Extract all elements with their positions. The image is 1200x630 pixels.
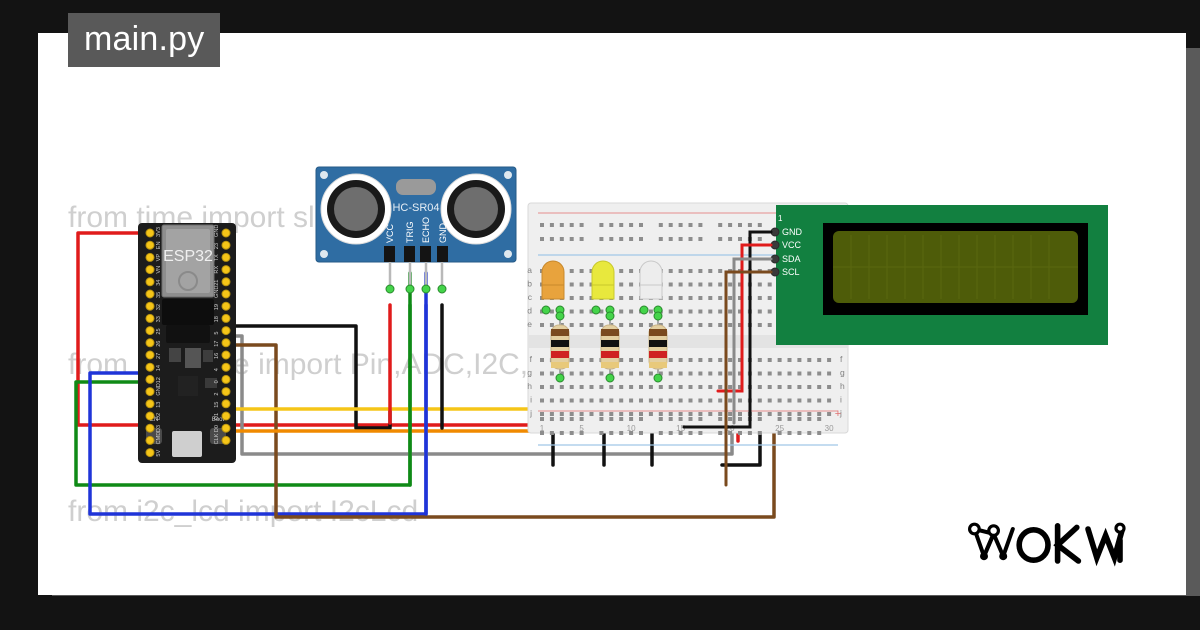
wire-black-gnd [226,324,392,430]
esp32-pin-label: GND [214,225,220,237]
wire-brown-scl [226,296,776,519]
wire-red-to-lcd-vcc [716,243,773,393]
resistor-2 [600,311,620,383]
file-tab-label: main.py [84,20,205,58]
lcd-pin-label: SCL [782,267,800,277]
wire-yellow-led1 [226,397,570,411]
esp32-pin-label: D1 [214,413,220,420]
esp32-pin-label: D0 [214,425,220,432]
wire-gray-to-lcd-sda [732,257,773,425]
esp32-pin-label: GND [156,383,162,395]
resistor-1 [550,311,570,383]
esp32-pin-label: D3 [156,425,162,432]
hcsr04-pin-label: VCC [385,223,395,243]
esp32-pin-label: 27 [156,353,162,359]
esp32-pin-label: 15 [214,402,220,408]
circuit-diagram: + | aabbccddeeffgghhiijj151015202530+ [74,166,1108,519]
rail-plus-label-bottom: + [835,408,841,420]
esp32-pin-label: 14 [156,365,162,371]
esp32-pin-label: GND [214,286,220,298]
esp32-pin-label: 35 [156,292,162,298]
hcsr04-sensor[interactable]: HC-SR04 VCC TRIG ECHO GND [315,166,517,294]
breadboard-row-label: h [527,381,532,391]
esp32-pin-label: 19 [214,304,220,310]
esp32-pin-label: 0 [214,380,220,383]
esp32-pin-label: RX [214,266,220,274]
esp32-pin-label: CMD [156,432,162,445]
lcd-pin-label: VCC [782,240,802,250]
wokwi-logo-mark [968,522,1126,567]
wire-black-to-lcd-gnd [682,230,773,429]
hcsr04-label: HC-SR04 [392,202,439,214]
esp32-pin-label: 5V [156,449,162,456]
breadboard-row-label: f [530,354,533,364]
esp32-pin-label: 18 [214,316,220,322]
esp32-pin-label: 25 [156,328,162,334]
esp32-pin-label: 2 [214,392,220,395]
breadboard-row-label: c [528,292,533,302]
hcsr04-pin-label: TRIG [405,222,415,244]
breadboard-row-label: e [527,319,532,329]
esp32-pin-label: 5 [214,331,220,334]
breadboard-row-label: g [840,368,845,378]
esp32-pin-label: 34 [156,280,162,286]
esp32-pin-label: 4 [214,368,220,371]
breadboard-column-label: 15 [676,424,685,433]
esp32-label: ESP32 [163,248,213,265]
esp32-pin-label: 32 [156,304,162,310]
wire-brown-to-lcd-scl [724,270,773,487]
resistor-3 [648,311,668,383]
breadboard-column-label: 5 [579,424,584,433]
esp32-pin-label: EN [156,241,162,249]
esp32-pin-label: 26 [156,341,162,347]
esp32-pin-label: D2 [156,413,162,420]
resistor-group[interactable] [550,311,668,383]
hcsr04-pin-label: GND [438,223,448,244]
esp32-en-label: EN [150,417,158,423]
lcd-wire-group [682,230,773,487]
lcd-pin-label: SDA [782,254,801,264]
breadboard-row-label: j [839,408,842,418]
breadboard-column-label: 30 [825,424,834,433]
esp32-boot-label: Boot [212,417,225,423]
esp32-pin-label: 16 [214,353,220,359]
breadboard-row-label: a [527,265,532,275]
esp32-pin-label: 23 [214,243,220,249]
esp32-pin-label: 17 [214,341,220,347]
lcd-display[interactable]: 1 GND VCC SDA SCL [770,205,1108,345]
lcd-pin-label: GND [782,227,803,237]
esp32-pin-label: 13 [156,402,162,408]
esp32-pin-label: 21 [214,280,220,286]
breadboard-row-label: f [840,354,843,364]
lcd-pin-number: 1 [778,214,783,223]
diagram-panel: from time import sleep from machine impo… [38,33,1186,595]
breadboard-column-label: 10 [627,424,636,433]
esp32-pin-label: 3V3 [156,227,162,237]
breadboard-row-label: i [840,395,842,405]
esp32-pin-label: 33 [156,316,162,322]
file-tab-main-py[interactable]: main.py [68,13,221,67]
breadboard-column-label: 25 [775,424,784,433]
esp32-pin-label: VN [156,266,162,274]
hcsr04-pin-label: ECHO [421,217,431,243]
wokwi-logo [968,515,1128,567]
breadboard-column-label: 1 [540,424,545,433]
breadboard-row-label: d [527,306,532,316]
breadboard-row-label: j [529,408,532,418]
esp32-pin-label: VP [156,254,162,262]
esp32-pin-label: TX [214,254,220,261]
breadboard-row-label: i [530,395,532,405]
breadboard-row-label: b [527,279,532,289]
breadboard-row-label: h [840,381,845,391]
esp32-pin-label: 12 [156,377,162,383]
esp32-pin-label: CLK [214,433,220,444]
breadboard-row-label: g [527,368,532,378]
